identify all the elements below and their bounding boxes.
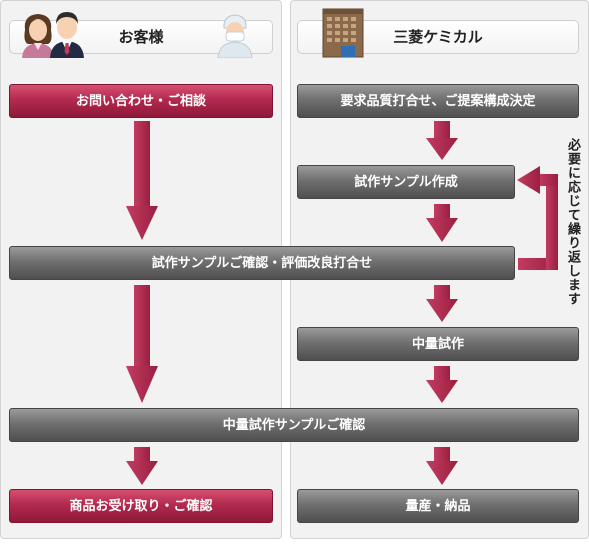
arrow-down-left-1 — [126, 121, 158, 240]
step-create-sample: 試作サンプル作成 — [297, 165, 515, 199]
step-sample-review-meeting: 試作サンプルご確認・評価改良打合せ — [9, 246, 515, 280]
step-medium-trial: 中量試作 — [297, 327, 579, 361]
lab-worker-icon — [217, 14, 253, 58]
arrow-down-left-2 — [126, 285, 158, 403]
step-mass-production-delivery: 量産・納品 — [297, 489, 579, 523]
customer-title: お客様 — [118, 28, 164, 46]
step-receive-confirm-product: 商品お受け取り・ご確認 — [9, 489, 273, 523]
customer-woman-icon — [22, 14, 54, 58]
building-icon — [322, 8, 364, 58]
company-title: 三菱ケミカル — [393, 28, 483, 46]
step-medium-sample-confirm: 中量試作サンプルご確認 — [9, 408, 579, 442]
customer-man-icon — [50, 12, 84, 58]
arrow-down-right-4 — [426, 366, 458, 403]
step-quality-meeting: 要求品質打合せ、ご提案構成決定 — [297, 84, 579, 118]
step-inquiry-consultation: お問い合わせ・ご相談 — [9, 84, 273, 118]
repeat-note: 必要に応じて繰り返します — [565, 138, 580, 306]
arrow-down-right-2 — [426, 204, 458, 242]
arrow-down-left-3 — [126, 447, 158, 485]
arrow-down-right-3 — [426, 285, 458, 322]
arrow-down-right-1 — [426, 121, 458, 160]
arrow-down-right-5 — [426, 447, 458, 485]
loop-back-arrow — [517, 166, 558, 270]
